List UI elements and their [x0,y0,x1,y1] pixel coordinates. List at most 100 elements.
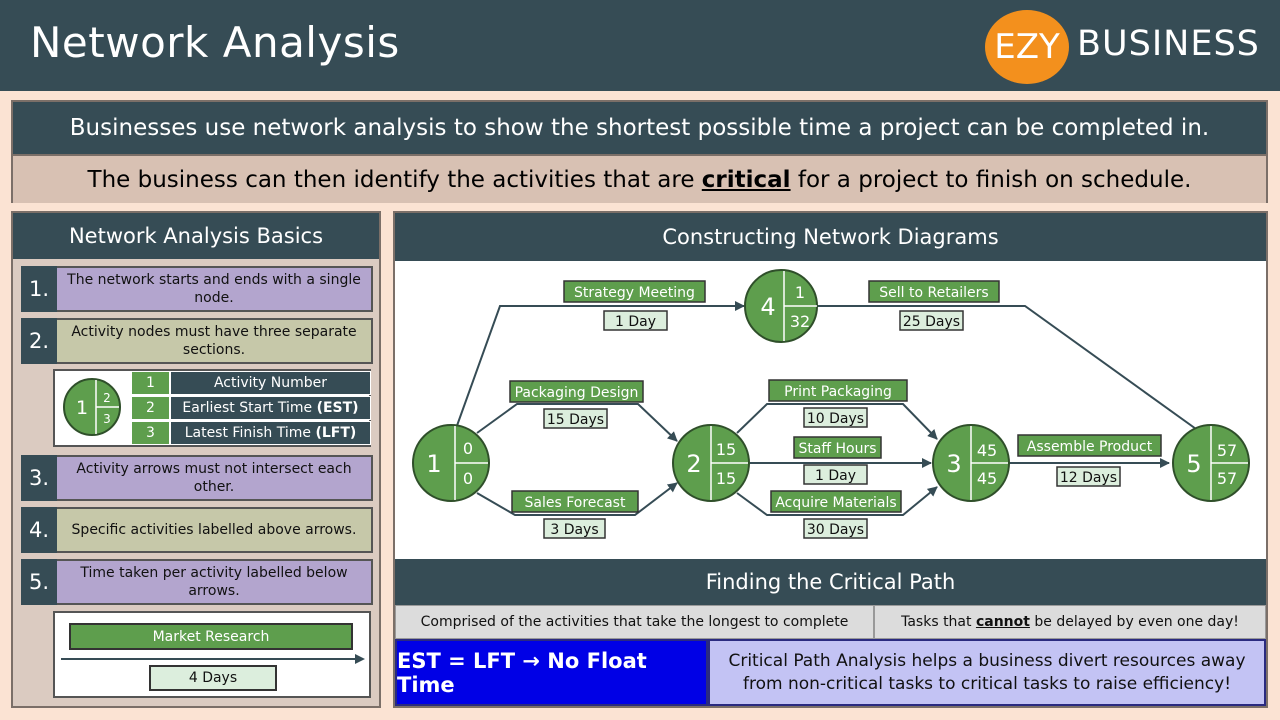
basic-item-4: 4. Specific activities labelled above ar… [21,507,373,553]
arrow-strategy-meeting [453,301,745,435]
basics-title: Network Analysis Basics [13,213,379,259]
legend-row-1: 1 Activity Number [131,371,371,395]
node-5-est: 57 [1217,441,1237,460]
svg-text:1 Day: 1 Day [615,314,656,330]
legend-row-3: 3 Latest Finish Time (LFT) [131,421,371,445]
legend-label: Activity Number [170,371,371,395]
svg-text:Sell to Retailers: Sell to Retailers [879,285,988,301]
legend-node-big: 1 [76,397,88,419]
node-3-lft: 45 [977,469,997,488]
node-5: 5 57 57 [1172,424,1250,502]
svg-text:12 Days: 12 Days [1060,470,1117,486]
est-lft-rule: EST = LFT → No Float Time [395,639,708,706]
basic-item-text: The network starts and ends with a singl… [57,266,373,312]
arrow-acquire-materials [736,486,938,516]
critical-path-no-delay: Tasks that cannot be delayed by even one… [874,605,1266,639]
constructing-panel: Constructing Network Diagrams [393,211,1268,708]
intro-line-2-pre: The business can then identify the activ… [87,166,702,193]
no-delay-cannot: cannot [975,614,1030,630]
svg-text:Assemble Product: Assemble Product [1027,439,1153,455]
activity-label-strategy-meeting: Strategy Meeting 1 Day [563,280,706,331]
legend-num: 2 [131,396,170,420]
legend-label: Latest Finish Time (LFT) [170,421,371,445]
node-1-est: 0 [463,439,473,458]
node-5-lft: 57 [1217,469,1237,488]
node-1: 1 0 0 [412,424,490,502]
node-3-est: 45 [977,441,997,460]
basic-item-number: 4. [21,507,57,553]
example-duration-label: 4 Days [149,665,277,691]
legend-label-text: Activity Number [213,375,328,391]
logo-circle: EZY [985,10,1069,84]
node-1-lft: 0 [463,469,473,488]
arrow-print-packaging [736,403,938,440]
activity-label-sell-to-retailers: Sell to Retailers 25 Days [868,280,1000,331]
diagram-arrows [453,301,1211,516]
activity-label-packaging-design: Packaging Design 15 Days [509,380,644,429]
svg-text:10 Days: 10 Days [807,411,864,427]
example-arrow-box: Market Research 4 Days [53,611,371,698]
legend-node-top: 2 [103,391,111,405]
node-5-number: 5 [1186,450,1201,478]
arrow-sell-to-retailers [816,305,1211,440]
node-2: 2 15 15 [672,424,750,502]
basic-item-text: Specific activities labelled above arrow… [57,507,373,553]
no-delay-pre: Tasks that [901,614,976,630]
legend-label-text: Earliest Start Time [182,400,317,416]
svg-text:Strategy Meeting: Strategy Meeting [574,285,695,301]
basic-item-number: 1. [21,266,57,312]
node-4-number: 4 [760,293,775,321]
node-4-lft: 32 [790,312,810,331]
svg-text:Staff Hours: Staff Hours [798,441,876,457]
node-2-lft: 15 [716,469,736,488]
svg-text:Print Packaging: Print Packaging [784,384,892,400]
node-3-number: 3 [946,450,961,478]
node-3: 3 45 45 [932,424,1010,502]
basic-item-1: 1. The network starts and ends with a si… [21,266,373,312]
legend-label-abbrev: (LFT) [315,425,357,441]
svg-text:25 Days: 25 Days [903,314,960,330]
critical-path-definition: Comprised of the activities that take th… [395,605,874,639]
intro-line-1: Businesses use network analysis to show … [13,102,1266,154]
svg-text:1 Day: 1 Day [815,468,856,484]
node-4: 4 1 32 [744,269,818,343]
legend-node-bottom: 3 [103,412,111,426]
arrow-sales-forecast [476,482,678,516]
basic-item-text: Activity arrows must not intersect each … [57,455,373,501]
intro-line-2: The business can then identify the activ… [13,154,1266,203]
svg-text:30 Days: 30 Days [807,522,864,538]
network-diagram: 1 0 0 2 15 15 3 45 45 [395,261,1266,559]
legend-row-2: 2 Earliest Start Time (EST) [131,396,371,420]
example-activity-label: Market Research [69,623,353,650]
basic-item-5: 5. Time taken per activity labelled belo… [21,559,373,605]
legend-num: 3 [131,421,170,445]
svg-text:Sales Forecast: Sales Forecast [525,495,626,511]
intro-box: Businesses use network analysis to show … [11,100,1268,203]
intro-line-2-post: for a project to finish on schedule. [790,166,1192,193]
basic-item-number: 3. [21,455,57,501]
node-2-number: 2 [686,450,701,478]
node-legend: 1 2 3 1 Activity Number 2 Earliest Start… [53,369,371,447]
intro-critical-word: critical [701,166,791,193]
node-2-est: 15 [716,440,736,459]
node-4-est: 1 [795,283,805,302]
legend-num: 1 [131,371,170,395]
page-title: Network Analysis [30,18,400,67]
no-delay-post: be delayed by even one day! [1029,614,1239,630]
activity-label-staff-hours: Staff Hours 1 Day [793,436,882,485]
svg-text:15 Days: 15 Days [547,412,604,428]
activity-label-print-packaging: Print Packaging 10 Days [768,379,908,428]
arrow-packaging-design [476,403,678,442]
constructing-title: Constructing Network Diagrams [662,225,999,249]
legend-label-text: Latest Finish Time [184,425,316,441]
activity-label-acquire-materials: Acquire Materials 30 Days [770,490,902,539]
legend-label-abbrev: (EST) [316,400,359,416]
basic-item-2: 2. Activity nodes must have three separa… [21,318,373,364]
basic-item-number: 2. [21,318,57,364]
logo-text: BUSINESS [1077,24,1260,64]
activity-label-assemble-product: Assemble Product 12 Days [1017,434,1162,487]
critical-path-benefit: Critical Path Analysis helps a business … [708,639,1266,706]
activity-label-sales-forecast: Sales Forecast 3 Days [511,490,639,539]
basic-item-text: Activity nodes must have three separate … [57,318,373,364]
network-diagram-svg: 1 0 0 2 15 15 3 45 45 [412,269,1250,539]
